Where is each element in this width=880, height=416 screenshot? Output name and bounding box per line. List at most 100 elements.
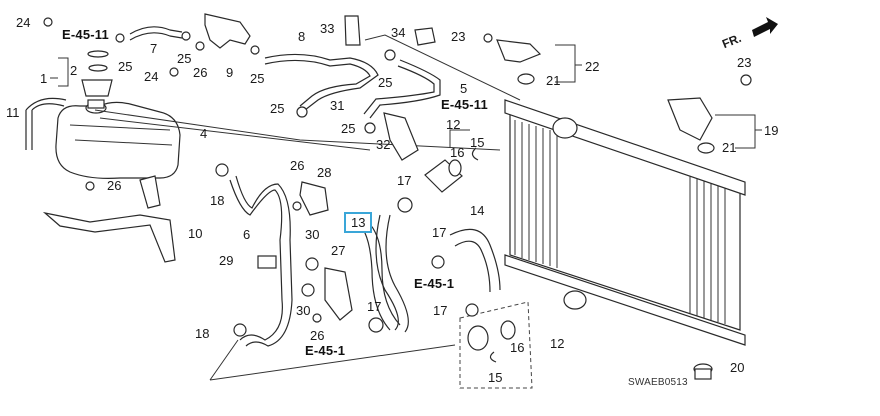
callout-17: 17 [367, 299, 382, 314]
bracket-19 [667, 97, 713, 141]
bolt-23 [740, 74, 752, 86]
clamp-17 [368, 317, 384, 333]
callout-24: 24 [16, 15, 31, 30]
callout-25: 25 [177, 51, 192, 66]
callout-30: 30 [305, 227, 320, 242]
clamp-17 [431, 255, 445, 269]
bolt-24 [169, 67, 179, 77]
group-bracket-22 [555, 44, 582, 83]
hose-7 [129, 26, 183, 41]
callout-17: 17 [433, 303, 448, 318]
callout-2: 2 [70, 63, 78, 78]
callout-22: 22 [585, 59, 600, 74]
clamp-17 [465, 303, 479, 317]
callout-28: 28 [317, 165, 332, 180]
part-34 [414, 27, 436, 46]
reserve-tank [55, 99, 181, 179]
section-reference-link[interactable]: E-45-1 [414, 276, 455, 291]
callout-25: 25 [341, 121, 356, 136]
section-reference-link[interactable]: E-45-1 [305, 343, 346, 358]
mount-20-body [694, 368, 712, 380]
callout-19: 19 [764, 123, 779, 138]
group-bracket-12 [449, 129, 470, 148]
callout-12: 12 [550, 336, 565, 351]
callout-24: 24 [144, 69, 159, 84]
callout-15: 15 [470, 135, 485, 150]
highlighted-callout-13[interactable]: 13 [344, 212, 373, 233]
part-30 [301, 283, 315, 297]
bolt-24 [43, 17, 53, 27]
bolt-26 [292, 201, 302, 211]
callout-18: 18 [210, 193, 225, 208]
bolt-26 [195, 41, 205, 51]
o-ring-16b [500, 320, 516, 340]
callout-27: 27 [331, 243, 346, 258]
callout-16: 16 [450, 145, 465, 160]
callout-21: 21 [546, 73, 561, 88]
callout-11: 11 [6, 105, 20, 120]
callout-31: 31 [330, 98, 345, 113]
callout-23: 23 [451, 29, 466, 44]
upper-hose-13 [375, 214, 409, 333]
bracket-9 [204, 13, 251, 49]
bolt-26 [85, 181, 95, 191]
callout-25: 25 [118, 59, 133, 74]
leader-line [99, 117, 371, 151]
callout-23: 23 [737, 55, 752, 70]
callout-12: 12 [446, 117, 461, 132]
clamp-25 [115, 33, 125, 43]
drawing-code: SWAEB0513 [628, 377, 688, 388]
group-bracket-1 [50, 57, 69, 87]
clamp-17 [397, 197, 413, 213]
callout-30: 30 [296, 303, 311, 318]
callout-26: 26 [107, 178, 122, 193]
callout-14: 14 [470, 203, 485, 218]
pipe-12-lower [467, 325, 489, 351]
callout-26: 26 [193, 65, 208, 80]
bolt-23 [483, 33, 493, 43]
group-bracket-19 [715, 114, 762, 149]
radiator [504, 99, 746, 346]
part-32 [383, 112, 419, 161]
callout-33: 33 [320, 21, 335, 36]
clamp-25 [364, 122, 376, 134]
callout-17: 17 [397, 173, 412, 188]
tank-bracket [42, 175, 176, 263]
part-33 [344, 15, 361, 46]
callout-1: 1 [40, 71, 48, 86]
section-reference-link[interactable]: E-45-11 [62, 27, 109, 42]
cushion-21 [517, 73, 535, 85]
callout-20: 20 [730, 360, 745, 375]
hose-8 [264, 53, 379, 111]
holder-28 [299, 181, 329, 216]
lower-hose-14 [449, 228, 501, 293]
clip-15 [489, 351, 497, 363]
leader-line [364, 34, 521, 101]
lower-pipe-group-box [459, 301, 533, 389]
callout-25: 25 [378, 75, 393, 90]
clamp-18 [215, 163, 229, 177]
callout-4: 4 [200, 126, 208, 141]
callout-25: 25 [270, 101, 285, 116]
callout-16: 16 [510, 340, 525, 355]
section-reference-link[interactable]: E-45-11 [441, 97, 488, 112]
clamp-25 [250, 45, 260, 55]
callout-21: 21 [722, 140, 737, 155]
radiator-cap [81, 50, 113, 97]
callout-10: 10 [188, 226, 203, 241]
callout-8: 8 [298, 29, 306, 44]
callout-17: 17 [432, 225, 447, 240]
clamp-25 [296, 106, 308, 118]
callout-15: 15 [488, 370, 503, 385]
callout-26: 26 [310, 328, 325, 343]
part-29 [257, 255, 277, 269]
callout-5: 5 [460, 81, 468, 96]
cushion-21 [697, 142, 715, 154]
callout-25: 25 [250, 71, 265, 86]
clamp-18 [233, 323, 247, 337]
clamp-25 [181, 31, 191, 41]
callout-34: 34 [391, 25, 406, 40]
callout-26: 26 [290, 158, 305, 173]
part-30 [305, 257, 319, 271]
